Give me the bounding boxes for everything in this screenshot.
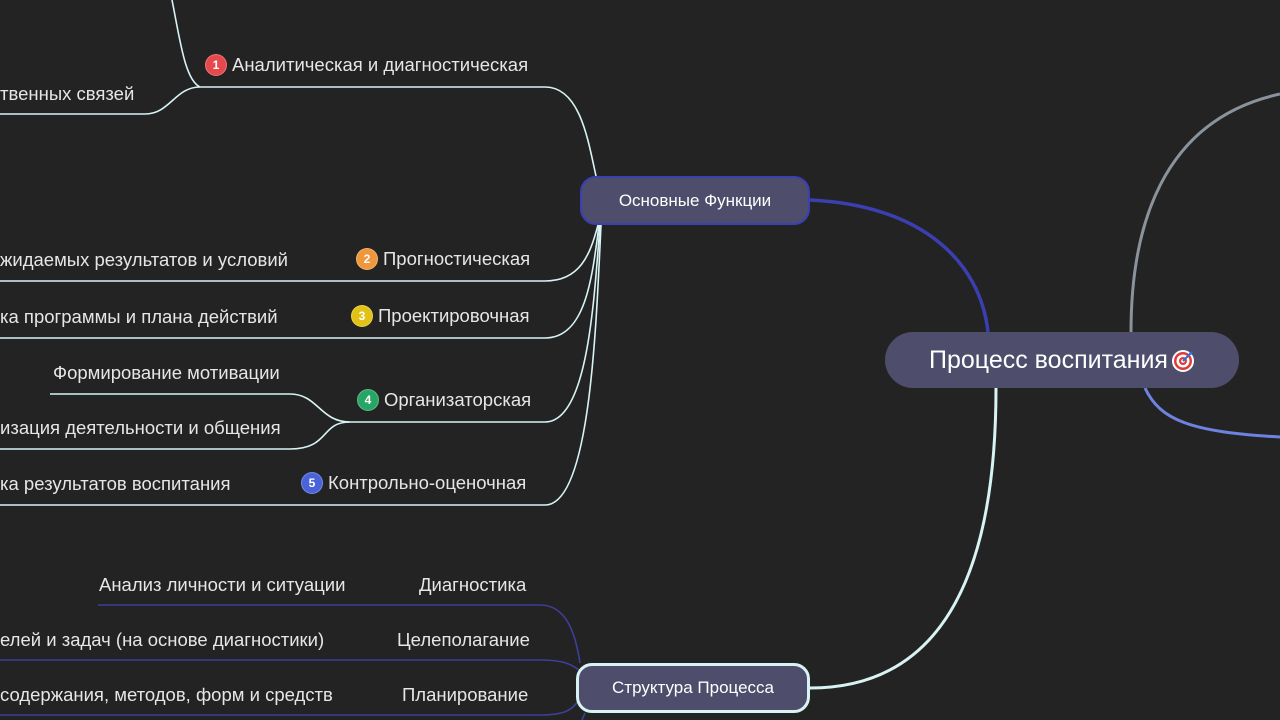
function-3-child[interactable]: ка программы и плана действий <box>0 306 278 327</box>
structure-item-1-child[interactable]: Анализ личности и ситуации <box>99 574 346 595</box>
functions-node[interactable]: Основные Функции <box>580 176 810 225</box>
function-1-child[interactable]: твенных связей <box>0 83 135 104</box>
structure-item-1[interactable]: Диагностика <box>419 574 527 595</box>
function-topic-4[interactable]: 4 Организаторская <box>357 389 531 411</box>
link-func-1-child <box>0 86 201 115</box>
number-badge-5: 5 <box>301 472 323 494</box>
branch-right-upper <box>1129 92 1280 333</box>
function-label-3: Проектировочная <box>378 305 530 326</box>
link-func-5 <box>290 224 602 506</box>
function-label-5: Контрольно-оценочная <box>328 472 527 493</box>
link-struct-2 <box>0 659 580 671</box>
function-topic-3[interactable]: 3 Проектировочная <box>351 305 530 327</box>
function-4-child-2[interactable]: изация деятельности и общения <box>0 417 281 438</box>
number-badge-1: 1 <box>205 54 227 76</box>
function-2-child[interactable]: жидаемых результатов и условий <box>0 249 288 270</box>
number-badge-2: 2 <box>356 248 378 270</box>
function-label-1: Аналитическая и диагностическая <box>232 54 529 75</box>
link-func-1-up <box>171 0 201 88</box>
link-func-3 <box>345 224 600 339</box>
function-topic-5[interactable]: 5 Контрольно-оценочная <box>301 472 526 494</box>
link-struct-1 <box>98 604 581 664</box>
function-label-2: Прогностическая <box>383 248 531 269</box>
root-node[interactable]: Процесс воспитания <box>885 332 1239 388</box>
structure-item-3-child[interactable]: содержания, методов, форм и средств <box>0 684 333 705</box>
function-label-4: Организаторская <box>384 389 532 410</box>
number-badge-4: 4 <box>357 389 379 411</box>
target-emoji-icon <box>1171 350 1194 372</box>
branch-structure <box>809 387 998 690</box>
link-func-1 <box>200 86 597 177</box>
link-struct-4 <box>581 712 586 720</box>
function-4-child-1[interactable]: Формирование мотивации <box>53 362 280 383</box>
number-badge-3: 3 <box>351 305 373 327</box>
branch-functions <box>809 198 990 333</box>
link-func-2 <box>350 224 599 282</box>
structure-item-2-child[interactable]: елей и задач (на основе диагностики) <box>0 629 325 650</box>
link-func-4-child-b <box>0 421 351 450</box>
root-label: Процесс воспитания <box>929 345 1168 374</box>
function-5-child[interactable]: ка результатов воспитания <box>0 473 231 494</box>
structure-item-2[interactable]: Целеполагание <box>397 629 530 650</box>
structure-item-3[interactable]: Планирование <box>402 684 529 705</box>
function-topic-1[interactable]: 1 Аналитическая и диагностическая <box>205 54 528 76</box>
branch-right-lower <box>1143 387 1280 439</box>
link-func-4-child-a <box>50 393 351 423</box>
function-topic-2[interactable]: 2 Прогностическая <box>356 248 530 270</box>
structure-node[interactable]: Структура Процесса <box>576 663 810 713</box>
functions-label: Основные Функции <box>618 190 772 210</box>
structure-label: Структура Процесса <box>612 678 774 697</box>
link-func-4 <box>350 224 601 423</box>
